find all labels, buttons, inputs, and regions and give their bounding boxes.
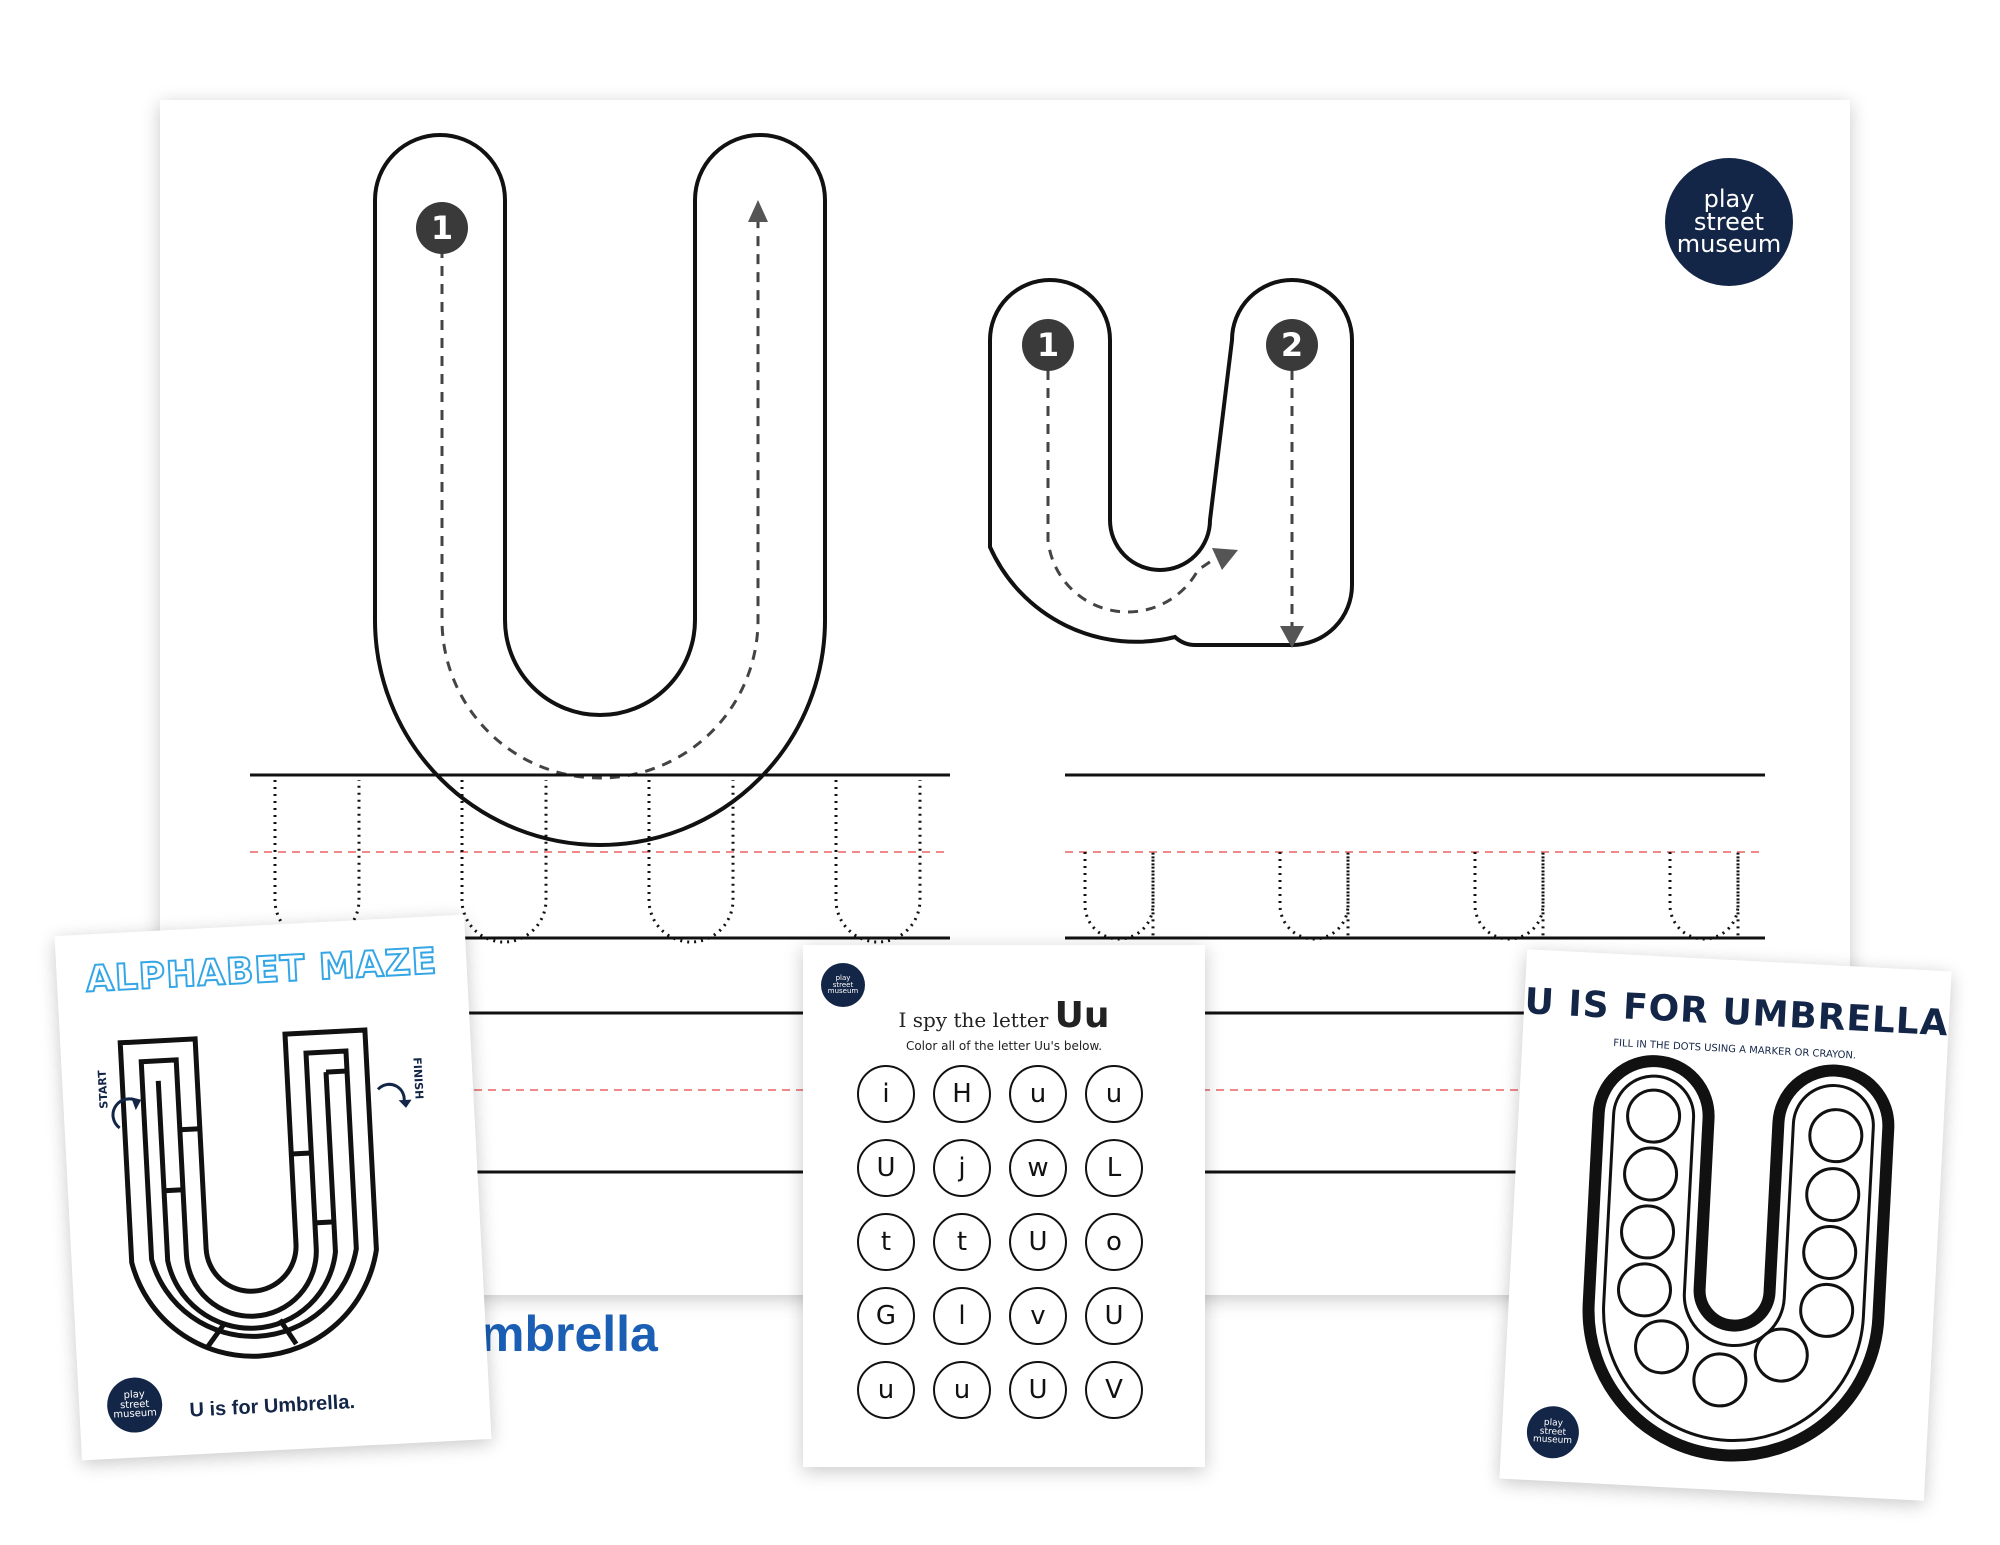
letter-circle[interactable]: u	[857, 1361, 915, 1419]
letter-circle[interactable]: v	[1009, 1287, 1067, 1345]
dotted-lowercase-row	[1083, 852, 1740, 941]
letter-circle[interactable]: i	[857, 1065, 915, 1123]
stroke-number-badge	[1022, 319, 1074, 371]
letter-circle[interactable]: u	[1009, 1065, 1067, 1123]
letter-circle[interactable]: t	[857, 1213, 915, 1271]
spy-subtitle: Color all of the letter Uu's below.	[905, 1039, 1103, 1053]
letter-circle[interactable]: U	[1009, 1213, 1067, 1271]
maze-u	[111, 1027, 412, 1359]
letter-circle[interactable]: L	[1085, 1139, 1143, 1197]
dot-marker-card: U IS FOR UMBRELLA FILL IN THE DOTS USING…	[1499, 949, 1952, 1501]
letter-circle[interactable]: H	[933, 1065, 991, 1123]
stroke-number-badge	[416, 202, 468, 254]
stroke-number-badge	[1266, 319, 1318, 371]
letter-circle[interactable]: o	[1085, 1213, 1143, 1271]
maze-start-label: START	[95, 1069, 111, 1110]
play-street-museum-logo: play street museum	[821, 963, 865, 1007]
maze-finish-label: FINISH	[410, 1056, 426, 1100]
uppercase-u-guide	[440, 210, 760, 780]
dot-circles	[1616, 1088, 1864, 1408]
stroke-number-1: 1	[431, 209, 453, 247]
uppercase-u-outline	[373, 133, 827, 847]
letter-circle[interactable]: G	[857, 1287, 915, 1345]
umbrella-word: mbrella	[480, 1306, 658, 1362]
dot-u	[1582, 1055, 1895, 1462]
stroke-number-2: 2	[1281, 326, 1303, 364]
letter-circle[interactable]: U	[1009, 1361, 1067, 1419]
letter-circle[interactable]: l	[933, 1287, 991, 1345]
i-spy-card: play street museum I spy the letter Uu C…	[803, 945, 1205, 1467]
stroke-number-1: 1	[1037, 326, 1059, 364]
letter-circle[interactable]: j	[933, 1139, 991, 1197]
letter-circle[interactable]: u	[1085, 1065, 1143, 1123]
alphabet-maze-card: ALPHABET MAZE START FINISH play street m…	[54, 914, 492, 1461]
play-street-museum-logo: play street museum	[1665, 158, 1793, 286]
lowercase-u-outline	[988, 278, 1354, 647]
lowercase-u-guide-1	[1046, 370, 1221, 614]
letter-circle[interactable]: U	[1085, 1287, 1143, 1345]
letter-circle[interactable]: t	[933, 1213, 991, 1271]
arrow-right-icon	[1212, 548, 1238, 570]
letter-circle[interactable]: V	[1085, 1361, 1143, 1419]
letter-circle[interactable]: u	[933, 1361, 991, 1419]
letter-circle[interactable]: U	[857, 1139, 915, 1197]
arrow-down-icon	[1280, 626, 1304, 648]
spy-title: I spy the letter Uu	[898, 995, 1110, 1036]
letter-circle[interactable]: w	[1009, 1139, 1067, 1197]
dotted-uppercase-row	[273, 780, 922, 944]
arrow-up-icon	[748, 200, 768, 222]
